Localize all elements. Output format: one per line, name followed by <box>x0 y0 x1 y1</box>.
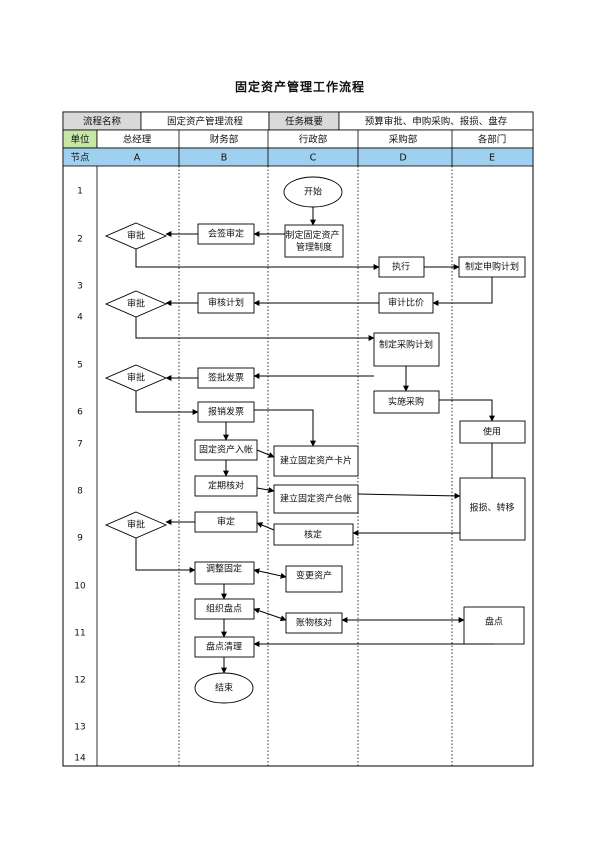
node-label: 节点 <box>70 153 90 164</box>
row-number: 13 <box>74 723 85 733</box>
node-a: A <box>134 153 141 164</box>
review-plan-label: 审核计划 <box>208 297 244 309</box>
reconcile-label: 账物核对 <box>296 617 332 629</box>
process-name-value: 固定资产管理流程 <box>167 116 244 128</box>
execute-label: 执行 <box>392 261 410 273</box>
make-purchase-plan-box <box>373 332 440 367</box>
approve-label-3: 审批 <box>127 372 145 384</box>
purchase-request-label: 制定申购计划 <box>465 261 519 273</box>
row-number: 2 <box>77 235 83 245</box>
asset-in-account-label: 固定资产入帐 <box>199 444 253 456</box>
end-label: 结束 <box>215 682 233 694</box>
change-asset-label: 变更资产 <box>296 570 332 582</box>
unit-general-manager: 总经理 <box>123 134 152 146</box>
node-c: C <box>310 153 317 164</box>
build-ledger-box <box>273 484 359 514</box>
inventory-label: 盘点 <box>485 616 503 628</box>
process-name-label: 流程名称 <box>83 116 122 128</box>
row-number: 10 <box>74 582 86 592</box>
row-number: 14 <box>74 754 86 764</box>
approve-label-1: 审批 <box>127 230 145 242</box>
reconcile-box <box>285 612 343 634</box>
make-purchase-plan-label: 制定采购计划 <box>379 339 433 351</box>
organize-inventory-label: 组织盘点 <box>206 603 242 615</box>
unit-label: 单位 <box>70 134 90 146</box>
implement-purchase-label: 实施采购 <box>388 396 424 408</box>
make-system-line-2: 管理制度 <box>296 241 332 253</box>
row-number: 11 <box>74 629 85 639</box>
approve-label-4: 审批 <box>127 519 145 531</box>
periodic-check-label: 定期核对 <box>208 480 244 492</box>
inventory-clear-label: 盘点清理 <box>206 641 242 653</box>
node-d: D <box>399 153 406 164</box>
row-number: 1 <box>77 187 83 197</box>
make-system-label: 制定固定资产 管理制度 <box>286 229 343 253</box>
unit-departments: 各部门 <box>478 134 507 146</box>
scrap-transfer-box <box>459 477 526 541</box>
row-number: 9 <box>77 534 83 544</box>
sign-invoice-label: 签批发票 <box>208 372 244 384</box>
build-card-box <box>273 445 359 477</box>
unit-admin: 行政部 <box>299 134 328 146</box>
countersign-label: 会签审定 <box>208 228 244 240</box>
row-number: 3 <box>77 282 83 292</box>
header-column-lines <box>178 130 453 166</box>
task-summary-value: 预算审批、申购采购、报损、盘存 <box>365 116 508 128</box>
row-numbers: 1 2 3 4 5 6 7 8 9 10 11 12 13 14 <box>74 187 86 764</box>
make-system-line-1: 制定固定资产 <box>286 229 340 241</box>
node-e: E <box>489 153 495 164</box>
unit-purchasing: 采购部 <box>389 134 418 146</box>
unit-finance: 财务部 <box>210 134 239 146</box>
unit-row: 单位 总经理 财务部 行政部 采购部 各部门 <box>62 129 534 149</box>
row-number: 12 <box>74 676 85 686</box>
task-summary-label: 任务概要 <box>285 116 323 128</box>
node-row: 节点 A B C D E <box>62 147 534 167</box>
audit-compare-label: 审计比价 <box>388 297 424 309</box>
start-label: 开始 <box>304 186 322 198</box>
confirm-label: 审定 <box>217 516 235 528</box>
row-number: 4 <box>77 313 83 323</box>
approve-label-2: 审批 <box>127 298 145 310</box>
change-asset-box <box>285 565 343 593</box>
inventory-box <box>463 606 525 645</box>
build-ledger-label: 建立固定资产台帐 <box>280 493 352 505</box>
build-card-label: 建立固定资产卡片 <box>280 455 352 467</box>
scrap-transfer-label: 报损、转移 <box>469 502 514 514</box>
node-b: B <box>221 153 228 164</box>
verify-label: 核定 <box>304 529 322 541</box>
row-number: 7 <box>77 440 83 450</box>
adjust-fixed-label: 调整固定 <box>206 563 242 575</box>
row-number: 8 <box>77 487 83 497</box>
connectors <box>135 207 495 674</box>
info-row: 流程名称 固定资产管理流程 任务概要 预算审批、申购采购、报损、盘存 <box>62 111 534 131</box>
use-label: 使用 <box>483 426 501 438</box>
row-number: 6 <box>77 408 83 418</box>
page-title: 固定资产管理工作流程 <box>234 80 365 94</box>
reimburse-invoice-label: 报销发票 <box>208 406 244 418</box>
make-system-box <box>284 224 344 258</box>
row-number: 5 <box>77 361 83 371</box>
